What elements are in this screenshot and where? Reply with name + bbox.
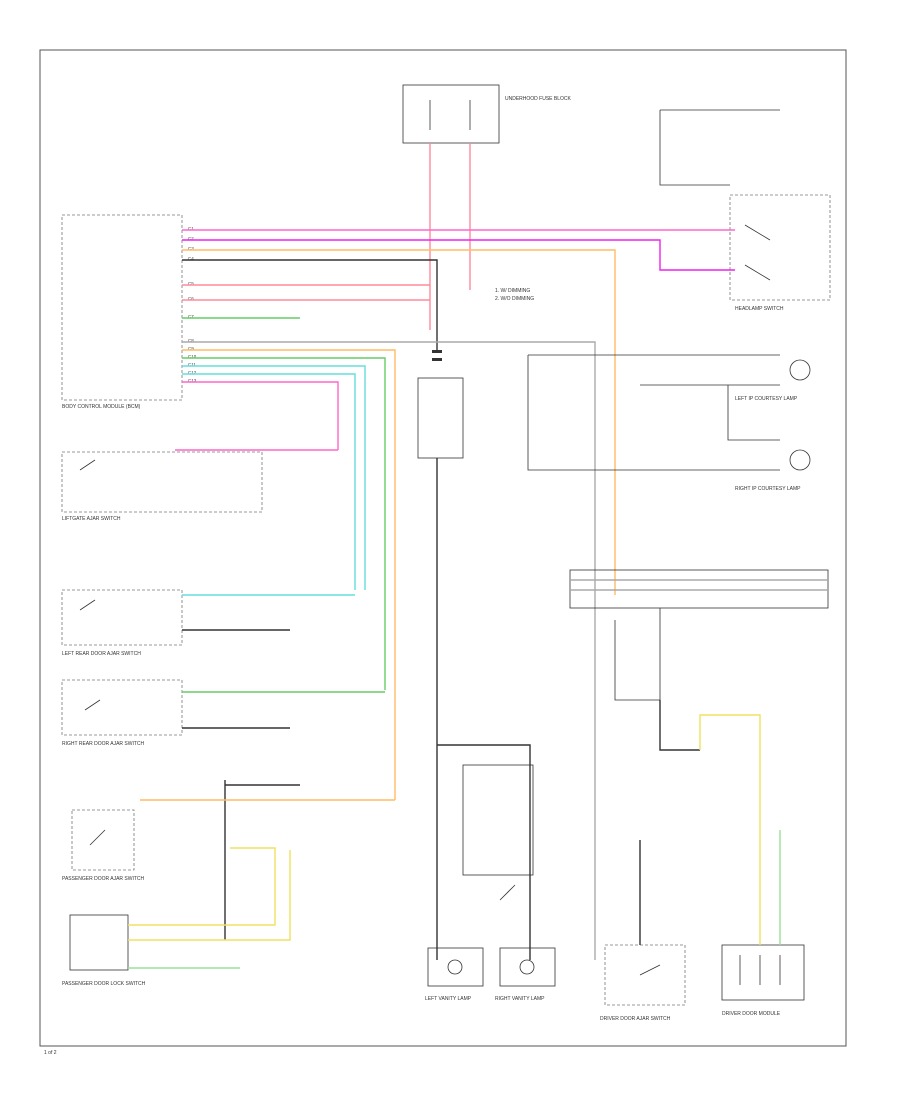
driver-door-module: DRIVER DOOR MODULE: [721, 944, 805, 1017]
pin-label: C12: [188, 370, 197, 375]
page-border: [39, 49, 847, 1047]
headlamp-switch: HEADLAMP SWITCH: [659, 109, 831, 312]
bcm-label: BODY CONTROL MODULE (BCM): [62, 404, 141, 410]
pin-label: C1: [188, 226, 194, 231]
left-rear-door-ajar-switch-label: LEFT REAR DOOR AJAR SWITCH: [62, 651, 141, 657]
driver-door-module-label: DRIVER DOOR MODULE: [722, 1011, 781, 1017]
pin-label: C13: [188, 378, 197, 383]
right-vanity-lamp: RIGHT VANITY LAMP: [495, 947, 556, 1002]
pin-label: C2: [188, 236, 194, 241]
left-rear-door-ajar-switch: LEFT REAR DOOR AJAR SWITCH: [61, 589, 183, 657]
liftgate-ajar-switch: LIFTGATE AJAR SWITCH: [61, 451, 263, 522]
note-2: 2. W/O DIMMING: [495, 296, 534, 302]
pin-label: C3: [188, 246, 194, 251]
driver-door-ajar-switch-label: DRIVER DOOR AJAR SWITCH: [600, 1016, 671, 1022]
fuse-block-label: UNDERHOOD FUSE BLOCK: [505, 96, 572, 102]
right-rear-door-ajar-switch: RIGHT REAR DOOR AJAR SWITCH: [61, 679, 183, 747]
left-vanity-lamp: LEFT VANITY LAMP: [425, 947, 484, 1002]
left-courtesy-lamp: LEFT IP COURTESY LAMP: [735, 359, 811, 402]
pin-label: C10: [188, 354, 197, 359]
page-id: 1 of 2: [44, 1050, 57, 1056]
pin-label: C11: [188, 362, 196, 367]
right-vanity-lamp-label: RIGHT VANITY LAMP: [495, 996, 545, 1002]
right-courtesy-lamp: RIGHT IP COURTESY LAMP: [735, 449, 811, 492]
liftgate-ajar-switch-label: LIFTGATE AJAR SWITCH: [62, 516, 121, 522]
note-1: 1. W/ DIMMING: [495, 288, 530, 294]
passenger-door-lock-switch-label: PASSENGER DOOR LOCK SWITCH: [62, 981, 146, 987]
passenger-door-lock-switch: PASSENGER DOOR LOCK SWITCH: [62, 914, 146, 987]
right-courtesy-lamp-label: RIGHT IP COURTESY LAMP: [735, 486, 801, 492]
passenger-door-ajar-switch: PASSENGER DOOR AJAR SWITCH: [62, 809, 145, 882]
pin-label: C4: [188, 256, 194, 261]
pin-label: C5: [188, 281, 194, 286]
right-rear-door-ajar-switch-label: RIGHT REAR DOOR AJAR SWITCH: [62, 741, 145, 747]
headlamp-switch-label: HEADLAMP SWITCH: [735, 306, 784, 312]
pin-label: C7: [188, 314, 194, 319]
driver-door-ajar-switch: DRIVER DOOR AJAR SWITCH: [600, 944, 686, 1022]
left-courtesy-lamp-label: LEFT IP COURTESY LAMP: [735, 396, 798, 402]
left-vanity-lamp-label: LEFT VANITY LAMP: [425, 996, 472, 1002]
pin-label: C6: [188, 296, 194, 301]
fuse-block: UNDERHOOD FUSE BLOCK: [402, 84, 572, 144]
body-control-module: BODY CONTROL MODULE (BCM) C1 C2 C3 C4 C5…: [61, 214, 197, 410]
passenger-door-ajar-switch-label: PASSENGER DOOR AJAR SWITCH: [62, 876, 145, 882]
pin-label: C9: [188, 346, 194, 351]
pin-label: C8: [188, 338, 194, 343]
